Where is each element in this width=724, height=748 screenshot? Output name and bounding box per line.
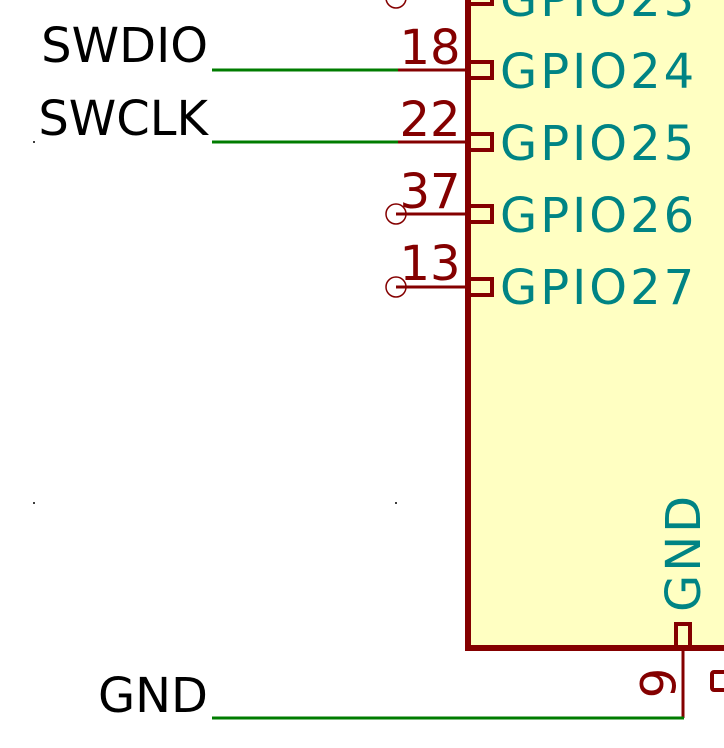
grid-dot <box>395 502 397 504</box>
pin-name-gpio25: GPIO25 <box>500 116 697 172</box>
pin-name-gpio24: GPIO24 <box>500 44 697 100</box>
net-label-swdio: SWDIO <box>41 18 208 74</box>
net-label-swclk: SWCLK <box>38 91 209 147</box>
pin-number-gpio25: 22 <box>399 92 460 148</box>
grid-dot <box>33 141 35 143</box>
pin-stub-gpio25 <box>466 132 494 152</box>
pin-name-gpio26: GPIO26 <box>500 188 697 244</box>
pin-stub-gpio24 <box>466 60 494 80</box>
pin-number-gnd: 6 <box>628 668 684 699</box>
pin-name-gpio27: GPIO27 <box>500 260 697 316</box>
pin-name-gpio23: GPIO23 <box>500 0 697 28</box>
pin-number-gpio27: 13 <box>399 236 460 292</box>
pin-stub-gpio23 <box>466 0 494 6</box>
pin-number-gpio26: 37 <box>399 164 460 220</box>
pin-unconnected-marker <box>385 0 407 9</box>
pin-number-gpio24: 18 <box>399 20 460 76</box>
component-body <box>465 0 724 651</box>
pin-name-gnd: GND <box>656 493 712 612</box>
grid-dot <box>33 502 35 504</box>
pin-stub-gpio27 <box>466 277 494 297</box>
net-label-gnd: GND <box>98 668 208 724</box>
pin-stub-gpio26 <box>466 204 494 224</box>
pin-stub-partial <box>710 670 724 692</box>
